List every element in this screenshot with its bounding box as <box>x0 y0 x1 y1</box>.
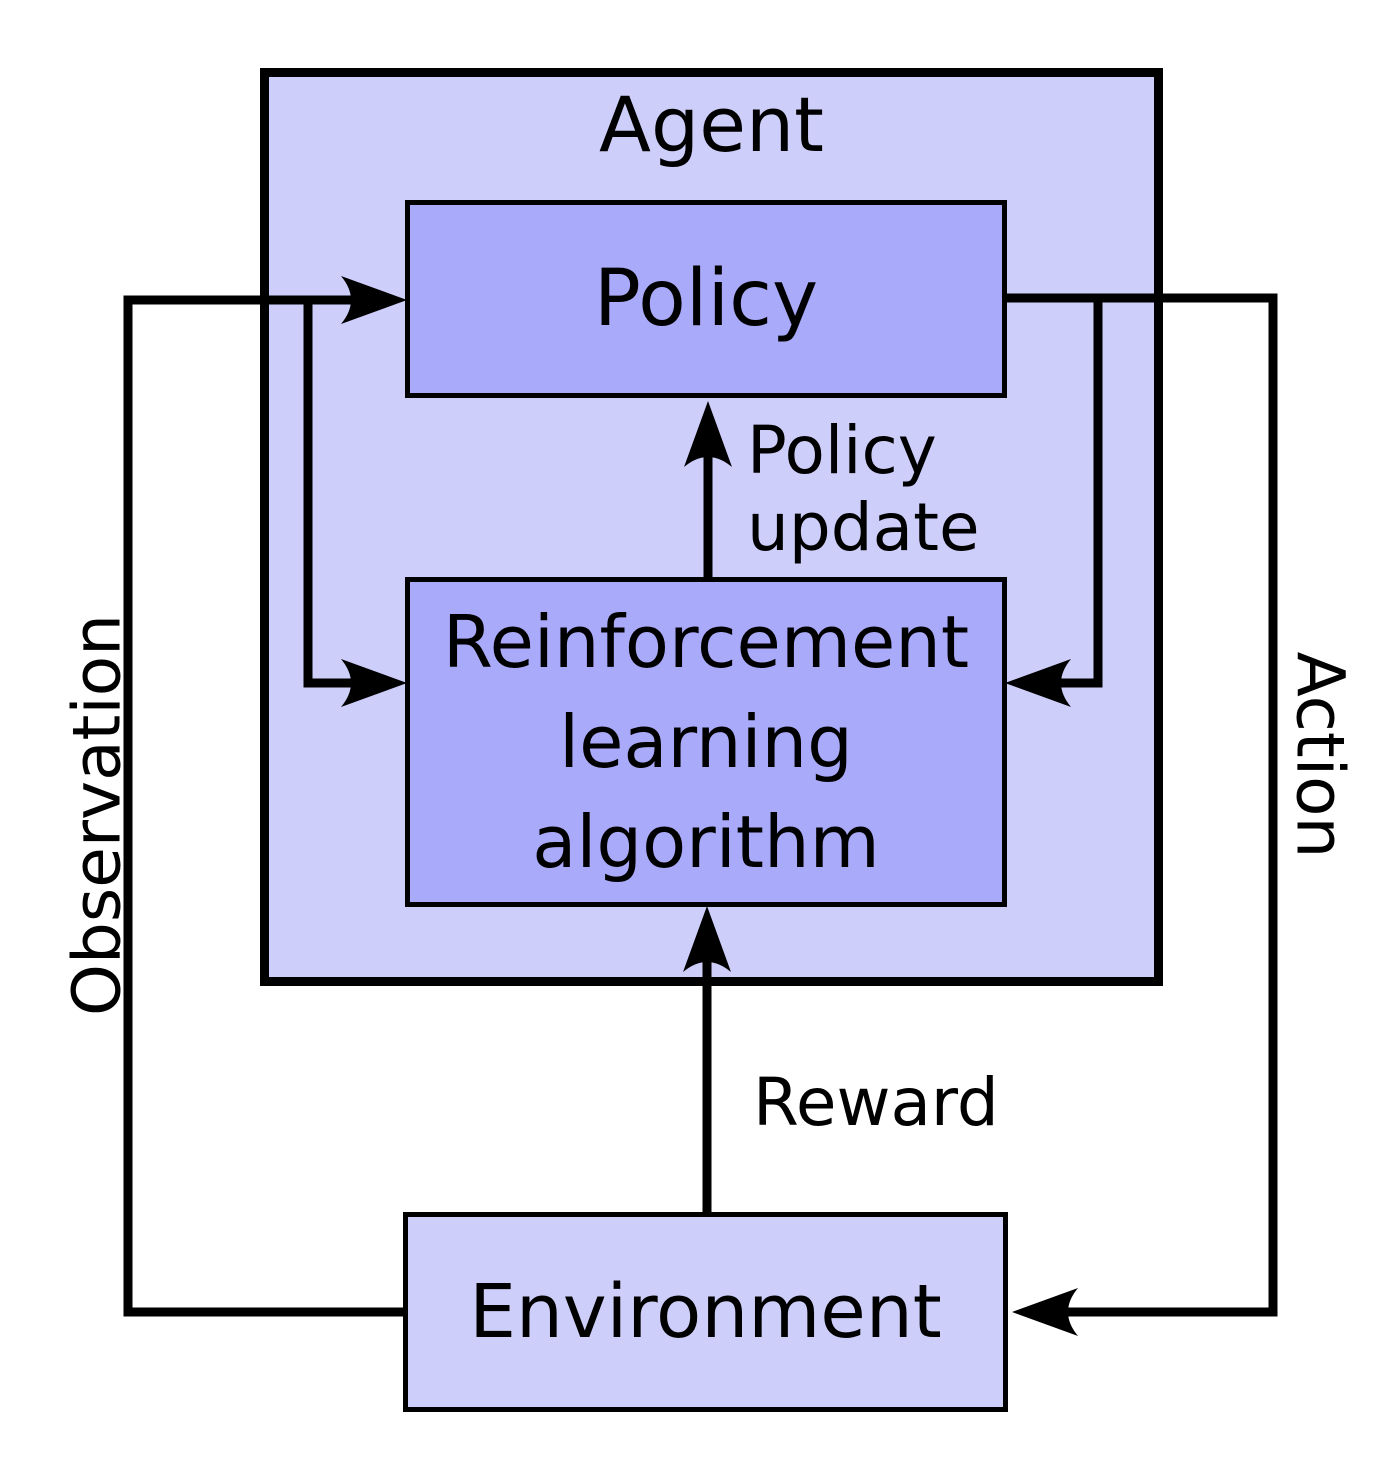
agent-label: Agent <box>599 80 824 169</box>
policy-update-label-line1: Policy <box>747 412 937 489</box>
rl-label-line3: algorithm <box>532 800 880 884</box>
action-arrowhead-icon <box>1012 1288 1078 1336</box>
policy-label: Policy <box>593 254 819 344</box>
policy-update-label: Policy update <box>747 412 980 566</box>
observation-label: Observation <box>58 614 136 1016</box>
action-label: Action <box>1281 651 1359 859</box>
rl-label-line2: learning <box>559 700 853 784</box>
environment-box: Environment <box>403 1212 1008 1412</box>
environment-label: Environment <box>469 1269 942 1355</box>
policy-update-label-line2: update <box>747 489 980 566</box>
rl-algorithm-box: Reinforcement learning algorithm <box>405 577 1007 907</box>
reward-label: Reward <box>753 1064 999 1141</box>
policy-box: Policy <box>405 200 1007 398</box>
rl-label-line1: Reinforcement <box>442 600 970 684</box>
